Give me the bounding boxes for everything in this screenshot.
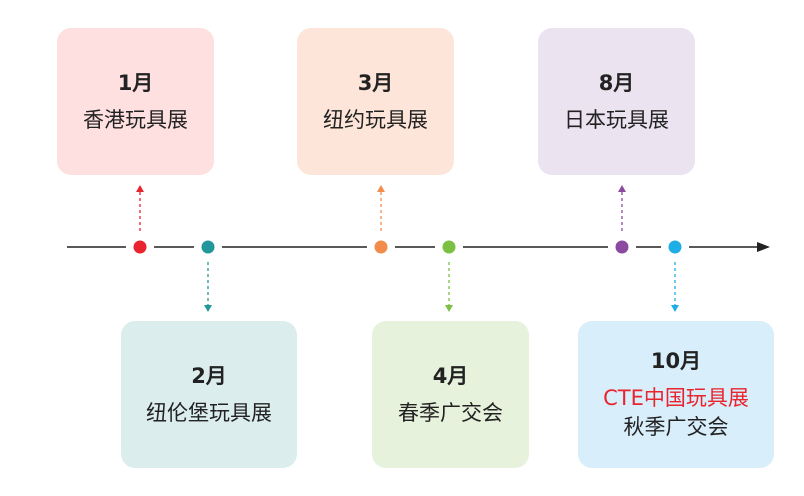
connector-arrow-apr [445, 305, 453, 312]
connector-arrow-aug [618, 185, 626, 192]
connector-arrow-mar [377, 185, 385, 192]
event-month: 1月 [117, 70, 154, 95]
timeline-dot-feb [201, 240, 215, 254]
event-month: 4月 [432, 363, 469, 388]
timeline-arrowhead [757, 242, 770, 252]
event-box-jan: 1月 香港玩具展 [57, 28, 214, 175]
event-name: 日本玩具展 [564, 107, 669, 132]
event-month: 8月 [598, 70, 635, 95]
event-name-highlight: CTE中国玩具展 [603, 386, 749, 410]
event-month: 3月 [357, 70, 394, 95]
connector-arrow-feb [204, 305, 212, 312]
timeline-dot-mar [374, 240, 388, 254]
event-month: 2月 [191, 363, 227, 388]
event-box-mar: 3月 纽约玩具展 [297, 28, 454, 175]
event-box-aug: 8月 日本玩具展 [538, 28, 695, 175]
timeline-dot-jan [133, 240, 147, 254]
timeline-dot-oct [668, 240, 682, 254]
event-name: 纽伦堡玩具展 [146, 400, 272, 425]
event-box-oct: 10月 CTE中国玩具展 秋季广交会 [578, 321, 774, 468]
connector-arrow-oct [671, 305, 679, 312]
event-name-secondary: 秋季广交会 [623, 415, 729, 439]
event-name: 纽约玩具展 [323, 107, 428, 132]
event-name: 香港玩具展 [83, 107, 188, 132]
event-month: 10月 [650, 349, 702, 373]
connector-arrow-jan [136, 185, 144, 192]
event-name: 春季广交会 [398, 400, 503, 425]
timeline-dot-aug [615, 240, 629, 254]
event-box-feb: 2月 纽伦堡玩具展 [121, 321, 297, 468]
timeline-dot-apr [442, 240, 456, 254]
event-box-apr: 4月 春季广交会 [372, 321, 529, 468]
